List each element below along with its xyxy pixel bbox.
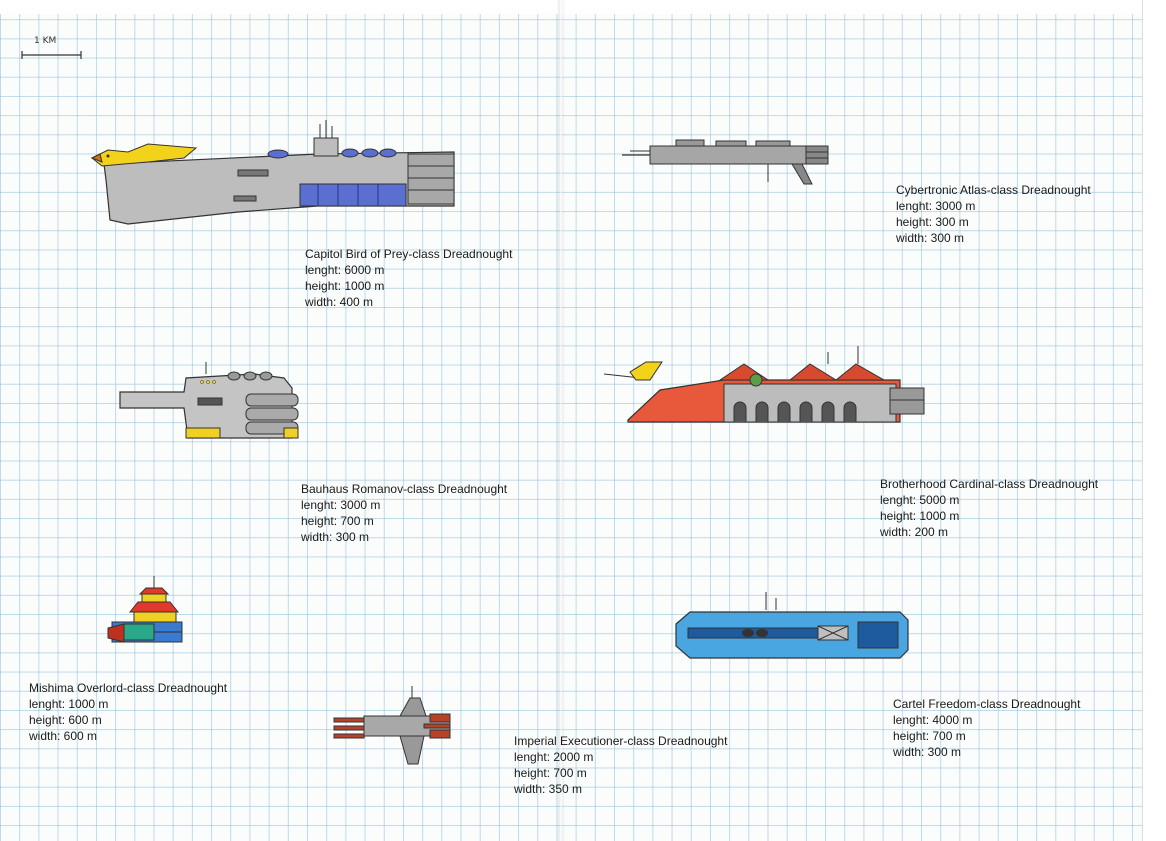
freedom-ship-icon	[675, 592, 909, 659]
scale-label: 1 KM	[34, 36, 57, 46]
ship-length: lenght: 3000 m	[896, 199, 976, 213]
ship-height: height: 300 m	[896, 215, 969, 229]
ship-width: width: 200 m	[880, 525, 949, 539]
ship-width: width: 300 m	[896, 231, 965, 245]
ship-height: height: 1000 m	[305, 279, 385, 293]
ship-length: lenght: 2000 m	[514, 750, 594, 764]
ship-width: width: 300 m	[301, 530, 370, 544]
ship-width: width: 400 m	[305, 295, 374, 309]
ship-height: height: 600 m	[29, 713, 102, 727]
ship-width: width: 350 m	[514, 782, 583, 796]
ship-spec-executioner: Imperial Executioner-class Dreadnought l…	[514, 733, 727, 797]
ship-spec-overlord: Mishima Overlord-class Dreadnought lengh…	[29, 680, 227, 744]
romanov-ship-icon	[119, 362, 299, 439]
ship-name: Cartel Freedom-class Dreadnought	[893, 697, 1081, 711]
page-fold	[557, 0, 565, 841]
ship-width: width: 300 m	[893, 745, 962, 759]
ship-name: Bauhaus Romanov-class Dreadnought	[301, 482, 508, 496]
executioner-ship-icon	[333, 686, 451, 765]
ship-spec-atlas: Cybertronic Atlas-class Dreadnought leng…	[896, 182, 1091, 246]
bird-of-prey-ship-icon	[90, 120, 455, 225]
ship-height: height: 700 m	[514, 766, 587, 780]
ship-height: height: 700 m	[893, 729, 966, 743]
ship-height: height: 700 m	[301, 514, 374, 528]
ship-length: lenght: 6000 m	[305, 263, 385, 277]
ship-length: lenght: 5000 m	[880, 493, 960, 507]
ship-length: lenght: 4000 m	[893, 713, 973, 727]
atlas-ship-icon	[622, 139, 829, 185]
ship-name: Mishima Overlord-class Dreadnought	[29, 681, 228, 695]
ship-spec-freedom: Cartel Freedom-class Dreadnought lenght:…	[893, 696, 1080, 760]
ship-spec-romanov: Bauhaus Romanov-class Dreadnought lenght…	[301, 481, 507, 545]
paper-top-edge	[0, 0, 1166, 14]
ship-name: Capitol Bird of Prey-class Dreadnought	[305, 247, 513, 261]
ship-spec-bird-of-prey: Capitol Bird of Prey-class Dreadnought l…	[305, 246, 512, 310]
ship-name: Brotherhood Cardinal-class Dreadnought	[880, 477, 1099, 491]
cardinal-ship-icon	[603, 346, 925, 423]
ship-name: Cybertronic Atlas-class Dreadnought	[896, 183, 1091, 197]
ship-width: width: 600 m	[29, 729, 98, 743]
ship-length: lenght: 1000 m	[29, 697, 109, 711]
scale-bar-icon	[21, 51, 82, 59]
ship-name: Imperial Executioner-class Dreadnought	[514, 734, 728, 748]
paper-right-edge	[1142, 0, 1166, 841]
ship-spec-cardinal: Brotherhood Cardinal-class Dreadnought l…	[880, 476, 1098, 540]
overlord-ship-icon	[107, 576, 183, 643]
ship-height: height: 1000 m	[880, 509, 960, 523]
ship-length: lenght: 3000 m	[301, 498, 381, 512]
